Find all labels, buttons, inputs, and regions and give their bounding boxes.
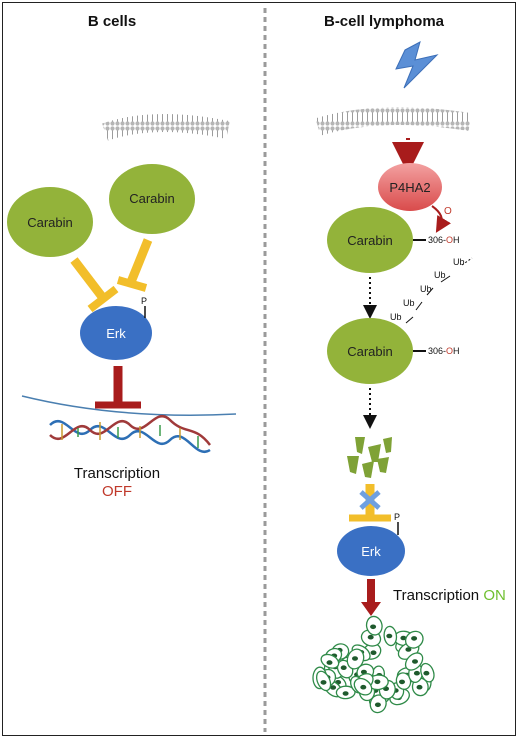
left-phospho-label: P: [141, 296, 147, 306]
tumor-cell-nucleus: [405, 647, 412, 652]
tumor-cell-nucleus: [367, 634, 374, 640]
right-carabin-bottom: [327, 318, 413, 384]
tumor-cell-nucleus: [370, 650, 377, 655]
tumor-cell-nucleus: [400, 635, 407, 641]
right-carabin-top-label: Carabin: [347, 233, 393, 248]
lightning-icon: [395, 41, 439, 89]
p4ha2-label: P4HA2: [389, 180, 430, 195]
tumor-cell-nucleus: [374, 679, 381, 685]
tumor-cell-nucleus: [399, 679, 405, 685]
right-transcription: Transcription ON: [393, 587, 506, 604]
left-transcription-label: Transcription: [74, 465, 160, 482]
tumor-cell-nucleus: [386, 633, 393, 639]
tumor-cell-nucleus: [342, 691, 349, 696]
ub-label-1: Ub: [390, 312, 402, 322]
left-nuclear-envelope: [21, 395, 237, 416]
tumor-cell-nucleus: [374, 702, 381, 708]
ub-label-3: Ub: [420, 284, 432, 294]
residue-bottom: 306-OH: [428, 346, 460, 356]
tumor-cell-nucleus: [360, 669, 367, 675]
oxygen-mark: O: [444, 206, 452, 217]
left-carabin-2-label: Carabin: [129, 191, 175, 206]
left-inhibition-2: [116, 238, 153, 292]
ubiquitin-chain: [405, 257, 473, 324]
left-membrane: [102, 114, 230, 141]
residue-top: 306-OH: [428, 235, 460, 245]
ub-label-4: Ub: [434, 270, 446, 280]
tumor-cell-nucleus: [320, 680, 327, 685]
right-membrane: [315, 107, 472, 136]
left-transcription-state: OFF: [102, 483, 132, 500]
right-carabin-bottom-label: Carabin: [347, 344, 393, 359]
left-inhibition-1: [70, 257, 119, 313]
right-carabin-top: [327, 207, 413, 273]
left-dna-icon: [49, 415, 211, 454]
proliferating-cells-cluster: [312, 615, 435, 714]
tumor-cell-nucleus: [423, 670, 430, 676]
tumor-cell-nucleus: [370, 624, 377, 630]
tumor-cell-nucleus: [330, 685, 337, 690]
left-panel-title: B cells: [88, 13, 136, 30]
blocked-cross-icon: [359, 490, 381, 510]
tumor-cell-nucleus: [416, 684, 423, 690]
right-erk-arrowhead: [361, 602, 381, 616]
right-erk: [337, 526, 405, 576]
left-erk-label: Erk: [106, 326, 126, 341]
right-panel-title: B-cell lymphoma: [324, 13, 445, 30]
tumor-cell-nucleus: [340, 665, 347, 670]
tumor-cell-nucleus: [413, 670, 420, 676]
left-erk: [80, 306, 152, 360]
degraded-carabin-fragments: [347, 437, 392, 478]
left-carabin-2: [109, 164, 195, 234]
ub-label-2: Ub: [403, 298, 415, 308]
hydroxylation-arrow: [431, 205, 451, 233]
right-erk-label: Erk: [361, 544, 381, 559]
right-phospho-label: P: [394, 512, 400, 522]
tumor-cell-nucleus: [411, 636, 418, 641]
tumor-cell-nucleus: [326, 660, 333, 665]
left-carabin-1-label: Carabin: [27, 215, 73, 230]
p4ha2-enzyme: [378, 163, 442, 211]
left-carabin-1: [7, 187, 93, 257]
tumor-cell-nucleus: [412, 659, 418, 664]
ub-label-5: Ub: [453, 257, 465, 267]
tumor-cell-nucleus: [352, 656, 358, 661]
tumor-cell-nucleus: [360, 684, 367, 690]
